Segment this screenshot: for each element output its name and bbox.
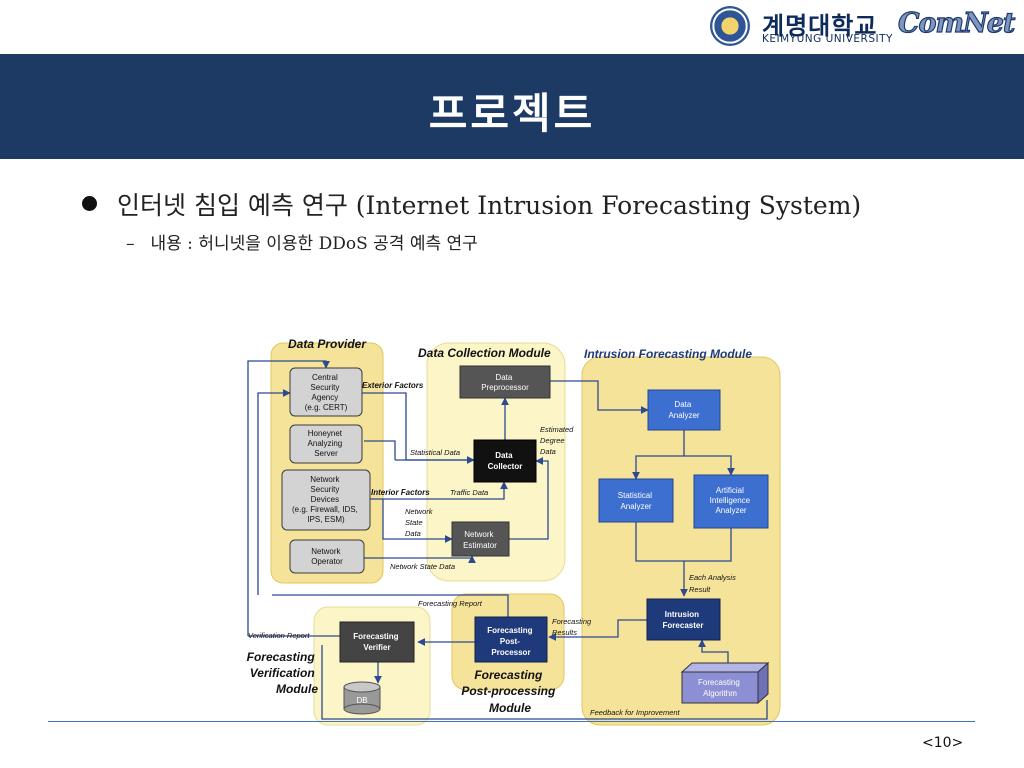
box-post-processor: Forecasting Post- Processor — [474, 616, 548, 663]
svg-text:Honeynet Analyzing: Honeynet Analyzing Server — [308, 429, 345, 458]
box-forecasting-verifier: Forecasting Verifier — [339, 621, 415, 663]
box-honeynet-server: Honeynet Analyzing Server — [289, 424, 363, 464]
svg-text:Intrusion Forecaster: Intrusion Forecaster — [663, 610, 704, 630]
box-network-operator: Network Operator — [289, 539, 365, 574]
main-bullet-text: 인터넷 침입 예측 연구 (Internet Intrusion Forecas… — [117, 191, 862, 220]
label-feedback-improvement: Feedback for Improvement — [590, 708, 681, 717]
title-bar — [0, 54, 1024, 159]
svg-text:Forecasting Verifier: Forecasting Verifier — [353, 632, 401, 652]
box-network-security-devices: Network Security Devices (e.g. Firewall,… — [281, 469, 371, 531]
box-data-analyzer: Data Analyzer — [647, 389, 721, 431]
box-network-estimator: Network Estimator — [451, 521, 510, 557]
label-each-analysis-result: Each Analysis Result — [689, 573, 738, 594]
label-network-state-data: Network State Data — [390, 562, 455, 571]
box-central-security-agency: Central Security Agency (e.g. CERT) — [289, 367, 363, 417]
region-title-data-provider: Data Provider — [288, 337, 367, 351]
box-data-collector: Data Collector — [473, 439, 537, 483]
region-title-verification: Forecasting Verification Module — [247, 650, 319, 696]
box-forecasting-algorithm: Forecasting Algorithm — [680, 661, 770, 705]
university-seal-icon — [710, 6, 750, 46]
footer-divider — [48, 721, 975, 722]
region-title-post-processing: Forecasting Post-processing Module — [461, 668, 558, 715]
label-traffic-data: Traffic Data — [450, 488, 488, 497]
sub-bullet-dash: – — [126, 234, 135, 254]
box-ai-analyzer: Artificial Intelligence Analyzer — [693, 474, 769, 529]
label-forecasting-results: Forecasting Results — [552, 617, 593, 637]
region-intrusion-forecasting — [581, 356, 781, 726]
svg-text:Data Collector: Data Collector — [488, 451, 523, 471]
logo-bar: 계명대학교 KEIMYUNG UNIVERSITY ComNet — [0, 0, 1024, 54]
region-title-data-collection: Data Collection Module — [418, 346, 551, 360]
label-network-state-data-vertical: Network State Data — [405, 507, 435, 538]
svg-text:Artificial Intelligence: Artificial Intelligence Analyzer — [710, 486, 753, 515]
region-title-intrusion-forecasting: Intrusion Forecasting Module — [584, 347, 752, 361]
university-name-english: KEIMYUNG UNIVERSITY — [762, 33, 893, 45]
label-verification-report: Verification Report — [248, 631, 310, 640]
label-estimated-degree: Estimated Degree Data — [540, 425, 575, 456]
database-icon: DB — [343, 681, 381, 715]
box-intrusion-forecaster: Intrusion Forecaster — [646, 598, 721, 641]
label-forecasting-report: Forecasting Report — [418, 599, 483, 608]
main-bullet: 인터넷 침입 예측 연구 (Internet Intrusion Forecas… — [82, 186, 861, 222]
svg-text:DB: DB — [356, 696, 367, 705]
sub-bullet: –내용 : 허니넷을 이용한 DDoS 공격 예측 연구 — [126, 229, 478, 254]
university-name-korean: 계명대학교 — [762, 12, 878, 40]
box-statistical-analyzer: Statistical Analyzer — [598, 478, 674, 523]
page-number: <10> — [922, 735, 964, 751]
svg-text:Network Security D: Network Security Devices (e.g. Firewall,… — [292, 475, 360, 524]
svg-text:Central Security A: Central Security Agency (e.g. CERT) — [305, 373, 348, 412]
svg-text:Data Analyzer: Data Analyzer — [668, 400, 699, 420]
svg-text:Network Operator: Network Operator — [311, 547, 343, 566]
sub-bullet-text: 내용 : 허니넷을 이용한 DDoS 공격 예측 연구 — [150, 234, 478, 254]
label-exterior-factors: Exterior Factors — [362, 381, 424, 390]
box-data-preprocessor: Data Preprocessor — [459, 365, 551, 399]
svg-text:Statistical Analyzer: Statistical Analyzer — [618, 491, 654, 511]
connector-lines — [247, 360, 768, 720]
comnet-logo: ComNet — [897, 7, 1016, 39]
bullet-dot-icon — [82, 196, 97, 211]
svg-text:Network Estimator: Network Estimator — [463, 530, 497, 550]
label-statistical-data: Statistical Data — [410, 448, 460, 457]
slide-title: 프로젝트 — [428, 89, 596, 138]
label-interior-factors: Interior Factors — [371, 488, 430, 497]
svg-text:Forecasting Post-: Forecasting Post- Processor — [487, 626, 535, 657]
svg-text:Data Preprocessor: Data Preprocessor — [481, 373, 529, 392]
svg-text:Forecasting Algorithm: Forecasting Algorithm — [698, 678, 742, 698]
